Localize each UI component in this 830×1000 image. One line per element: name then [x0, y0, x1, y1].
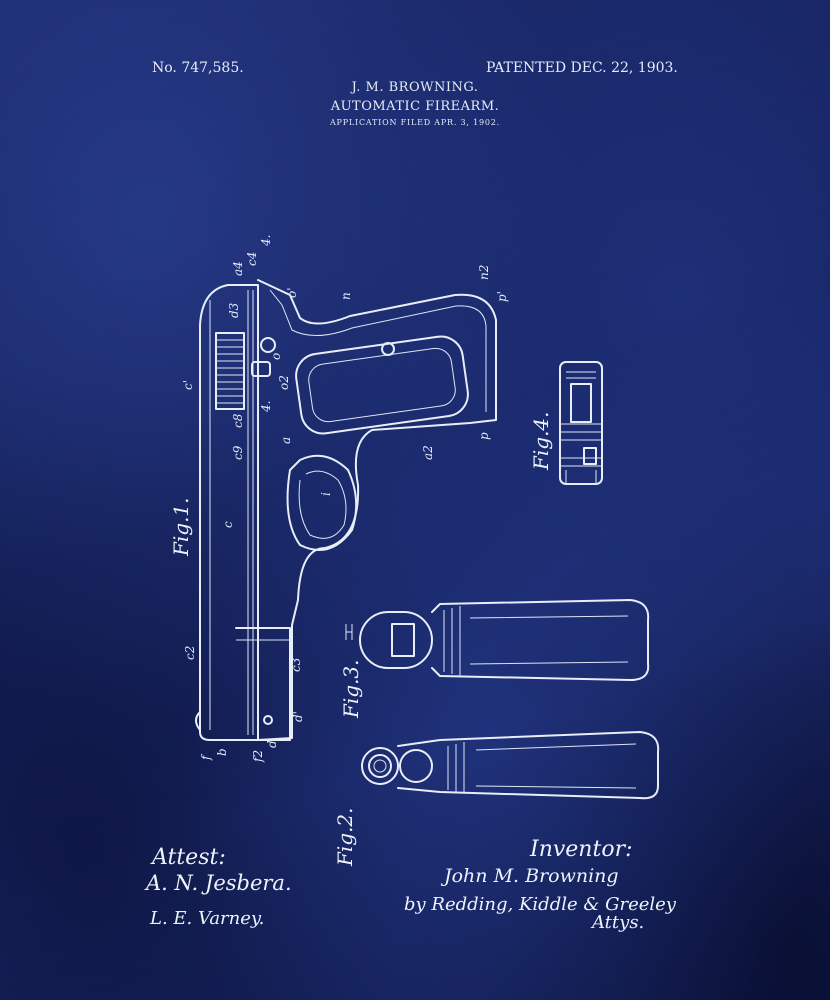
label-p1: p' [495, 291, 509, 302]
label-c1: c' [181, 380, 195, 390]
figure-4-drawing [559, 361, 603, 485]
label-c9: c9 [231, 445, 245, 460]
slide-serrations [215, 332, 245, 410]
attorneys-suffix: Attys. [590, 912, 644, 933]
figure-4-label: Fig.4. [529, 411, 553, 471]
label-4: 4. [259, 235, 273, 247]
inventor-name: J. M. BROWNING. [351, 80, 479, 95]
label-d1: d' [291, 711, 305, 722]
label-c8: c8 [231, 413, 245, 428]
label-d: d [265, 740, 279, 748]
label-f2: f2 [251, 750, 265, 763]
figure-3-label: Fig.3. [339, 659, 363, 719]
label-o2: o2 [277, 375, 291, 390]
figure-2-label: Fig.2. [333, 807, 357, 867]
label-i: i [319, 492, 333, 496]
label-c2: c2 [183, 646, 197, 660]
figure-1-drawing [195, 279, 497, 741]
witness-signature-1: A. N. Jesbera. [144, 871, 292, 895]
label-c3: c3 [289, 657, 303, 672]
label-o: o [269, 353, 283, 360]
label-n: n [339, 292, 353, 300]
figure-3-drawing [345, 599, 650, 681]
patent-date: PATENTED DEC. 22, 1903. [486, 60, 678, 76]
label-a4: a4 [231, 261, 245, 276]
invention-title: AUTOMATIC FIREARM. [330, 99, 500, 114]
label-o1: o' [285, 287, 299, 298]
inventor-heading: Inventor: [529, 837, 633, 862]
attest-heading: Attest: [150, 845, 226, 870]
label-a2: a2 [421, 445, 435, 460]
label-d3: d3 [227, 302, 241, 318]
label-b: b [215, 748, 229, 756]
attorneys-signature: by Redding, Kiddle & Greeley [404, 894, 677, 915]
filing-date: APPLICATION FILED APR. 3, 1902. [329, 118, 501, 127]
label-a: a [279, 437, 293, 444]
figure-2-drawing [361, 731, 660, 800]
figure-1-label: Fig.1. [169, 497, 193, 557]
witness-signature-2: L. E. Varney. [149, 908, 264, 929]
label-p: p [477, 432, 491, 440]
inventor-signature: John M. Browning [440, 865, 619, 887]
label-c4: c4 [245, 252, 259, 266]
label-f: f [199, 753, 213, 761]
label-4b: 4. [259, 401, 273, 413]
label-n2: n2 [477, 265, 491, 280]
patent-number: No. 747,585. [152, 60, 244, 76]
label-c: c [221, 521, 235, 528]
